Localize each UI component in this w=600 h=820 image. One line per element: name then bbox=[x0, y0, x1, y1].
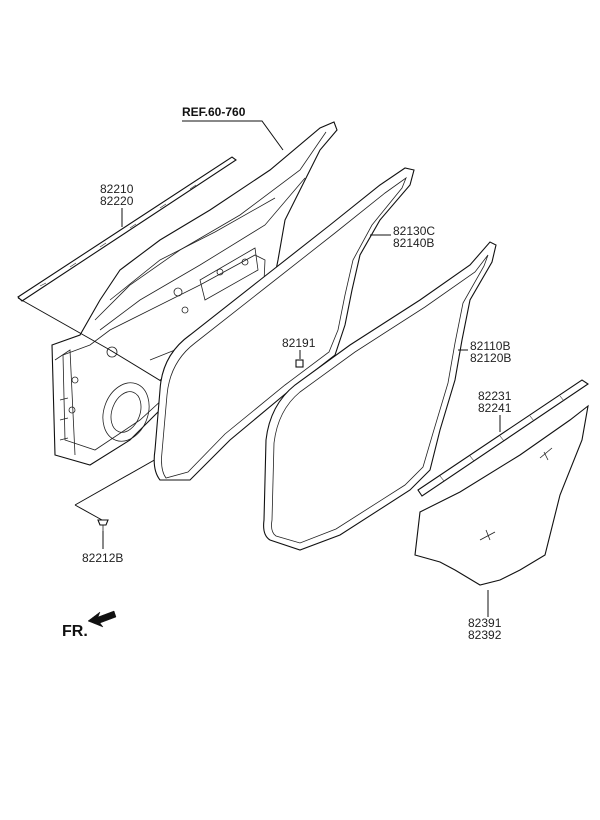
construction-line-4 bbox=[74, 504, 103, 521]
construction-line-1 bbox=[17, 297, 111, 351]
callout-82212b: 82212B bbox=[82, 551, 123, 565]
reference-label: REF.60-760 bbox=[182, 105, 246, 119]
front-arrow-icon bbox=[87, 610, 117, 628]
door-weatherstrip bbox=[153, 167, 415, 481]
callout-82120b: 82120B bbox=[470, 351, 511, 365]
callout-82391: 82391 bbox=[468, 616, 502, 630]
callout-82210: 82210 bbox=[100, 182, 134, 196]
callout-82392: 82392 bbox=[468, 628, 502, 642]
callout-82231: 82231 bbox=[478, 389, 512, 403]
callout-82140b: 82140B bbox=[393, 236, 434, 250]
callout-82241: 82241 bbox=[478, 401, 512, 415]
window-glass bbox=[414, 404, 589, 586]
callout-82220: 82220 bbox=[100, 194, 134, 208]
glass-run-strip bbox=[417, 379, 589, 497]
clip-part bbox=[295, 359, 304, 368]
front-marker-label: FR. bbox=[62, 623, 88, 640]
callout-82110b: 82110B bbox=[470, 339, 510, 353]
callout-82191: 82191 bbox=[282, 336, 316, 350]
callout-82130c: 82130C bbox=[393, 224, 435, 238]
screw-part bbox=[97, 519, 109, 531]
reference-leader bbox=[182, 120, 284, 151]
body-weatherstrip bbox=[263, 241, 497, 551]
